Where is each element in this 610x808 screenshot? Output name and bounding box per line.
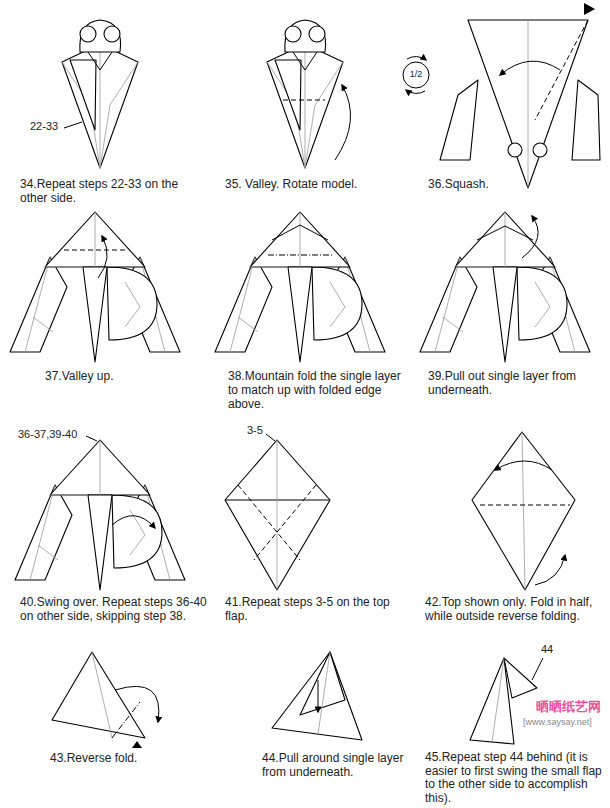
step-35-figure xyxy=(267,20,351,168)
leader-line xyxy=(86,436,97,441)
rotate-fraction: 1/2 xyxy=(404,70,428,79)
step-41-figure xyxy=(225,434,330,590)
step-42-figure xyxy=(472,432,575,590)
fold-arrow xyxy=(495,461,552,470)
squash-flap xyxy=(468,20,588,188)
step-40-figure xyxy=(15,436,185,590)
step-38-figure xyxy=(215,212,385,362)
step-caption: 39.Pull out single layer from underneath… xyxy=(428,370,603,398)
step-caption: 34.Repeat steps 22-33 on the other side. xyxy=(20,178,195,206)
step-34-figure xyxy=(62,20,138,168)
arm-flap xyxy=(440,80,478,160)
step-43-figure xyxy=(52,652,159,748)
rotate-arrow xyxy=(406,90,425,93)
model-figure xyxy=(225,440,330,590)
callout-number: 36-37,39-40 xyxy=(18,428,77,440)
leader-line xyxy=(64,122,82,128)
push-arrow xyxy=(132,741,142,748)
crease xyxy=(522,432,525,590)
step-caption: 37.Valley up. xyxy=(45,370,195,384)
ear xyxy=(508,143,522,157)
fold-arrow xyxy=(500,61,560,75)
mountain-line xyxy=(112,702,140,738)
edge xyxy=(225,500,330,501)
model-figure xyxy=(267,20,343,168)
folded-edge xyxy=(272,225,328,240)
step-caption: 43.Reverse fold. xyxy=(50,752,200,766)
crease xyxy=(92,652,112,738)
crease xyxy=(492,658,504,742)
step-37-figure xyxy=(10,212,180,362)
step-caption: 44.Pull around single layer from underne… xyxy=(262,752,412,780)
watermark: 晒晒纸艺网 xyxy=(536,700,601,714)
small-flap xyxy=(504,658,537,698)
step-45-figure xyxy=(470,658,543,744)
step-caption: 36.Squash. xyxy=(428,178,508,192)
mountain-line xyxy=(268,255,332,256)
crease xyxy=(528,20,529,188)
valley-line xyxy=(480,505,570,506)
step-36-figure xyxy=(403,3,600,188)
model-figure xyxy=(215,212,385,362)
rotate-arrow xyxy=(407,57,426,60)
callout-number: 22-33 xyxy=(30,120,58,132)
model-figure xyxy=(10,212,180,362)
squash-arrow xyxy=(584,3,595,15)
folded-edge xyxy=(477,226,533,240)
valley-line xyxy=(238,485,316,560)
valley-line xyxy=(283,100,325,101)
crease xyxy=(318,652,330,734)
watermark-url: [www.saysay.net] xyxy=(523,718,592,728)
callout-number: 44 xyxy=(541,643,553,655)
model-figure xyxy=(15,440,185,590)
step-39-figure xyxy=(420,212,590,362)
reverse-arrow xyxy=(535,555,565,585)
ear xyxy=(533,143,547,157)
swing-arrow xyxy=(112,516,155,528)
crease xyxy=(277,440,278,590)
arm-flap xyxy=(572,80,600,160)
fold-arrow xyxy=(98,236,107,278)
fold-arrow xyxy=(115,686,159,722)
model-figure xyxy=(62,20,138,168)
model-figure xyxy=(52,652,145,738)
step-caption: 42.Top shown only. Fold in half, while o… xyxy=(425,596,603,624)
step-caption: 45.Repeat step 44 behind (it is easier t… xyxy=(425,751,605,806)
leader-line xyxy=(532,658,543,680)
valley-line xyxy=(64,250,126,251)
valley-line xyxy=(535,20,588,120)
callout-number: 3-5 xyxy=(247,424,263,436)
rotate-symbol xyxy=(403,62,429,88)
model-figure xyxy=(472,432,575,590)
model-figure xyxy=(420,212,590,362)
step-caption: 35. Valley. Rotate model. xyxy=(225,178,395,192)
fold-arrow xyxy=(335,85,351,160)
step-44-figure xyxy=(272,652,362,740)
leader-line xyxy=(266,434,275,441)
step-caption: 40.Swing over. Repeat steps 36-40 on oth… xyxy=(20,596,210,624)
step-caption: 41.Repeat steps 3-5 on the top flap. xyxy=(225,596,400,624)
pull-arrow xyxy=(318,680,319,712)
pull-arrow xyxy=(522,216,538,258)
model-figure xyxy=(272,652,362,740)
step-caption: 38.Mountain fold the single layer to mat… xyxy=(228,370,408,411)
